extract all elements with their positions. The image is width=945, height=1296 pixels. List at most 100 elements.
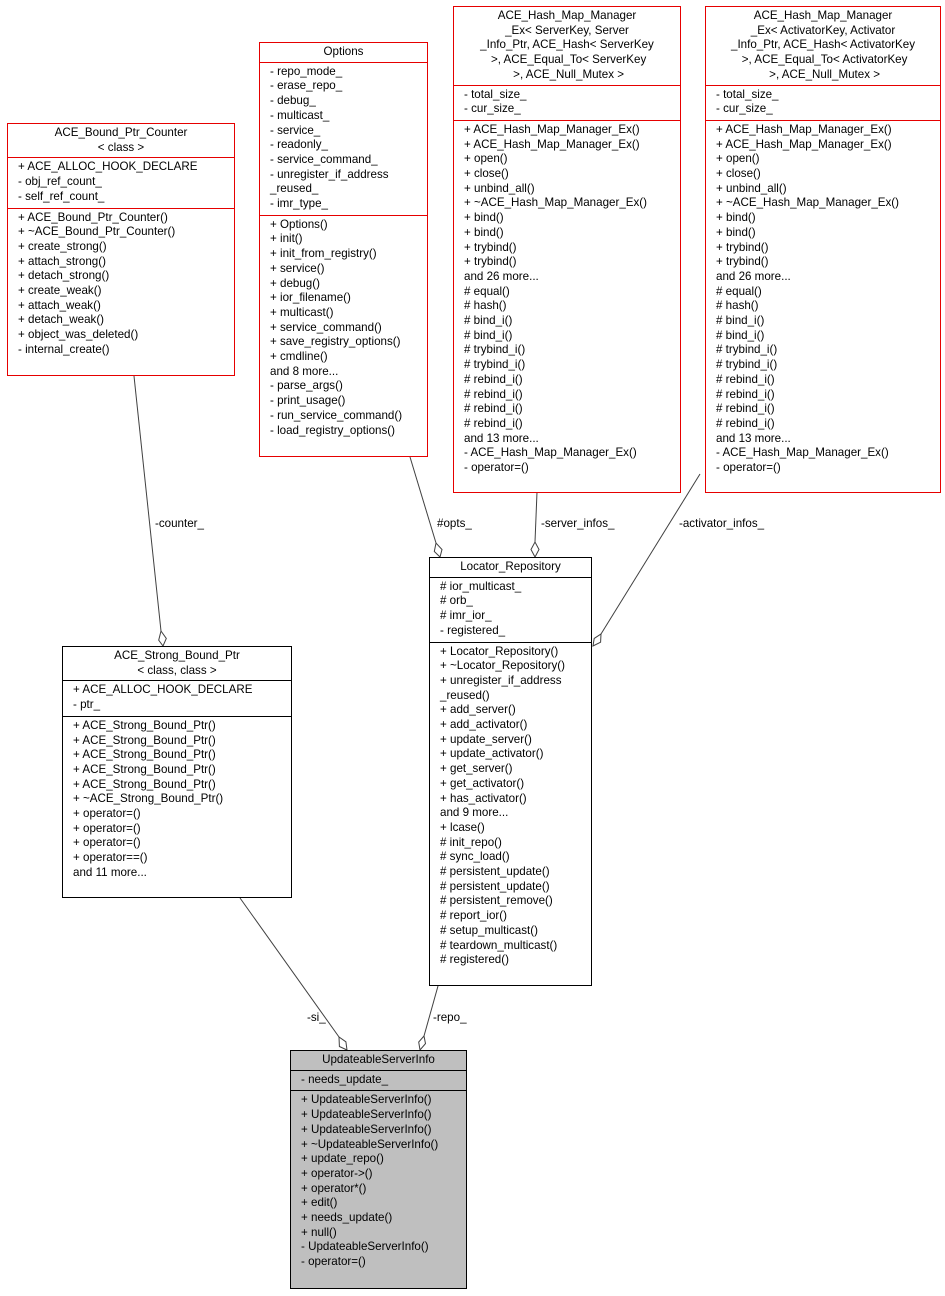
class-title-line: >, ACE_Equal_To< ActivatorKey	[738, 53, 908, 67]
method-row: + unbind_all()	[464, 181, 535, 195]
edge-counter-diamond	[158, 629, 167, 647]
edge-si	[239, 897, 340, 1038]
method-row: # init_repo()	[440, 835, 502, 849]
class-title-line: < class >	[97, 140, 145, 154]
method-row: + debug()	[270, 276, 320, 290]
method-row: + needs_update()	[301, 1211, 393, 1225]
method-row: + create_weak()	[18, 284, 102, 298]
method-row: # rebind_i()	[716, 387, 775, 401]
class-attributes: - needs_update_	[291, 1069, 466, 1091]
edge-server-infos-diamond	[530, 540, 540, 559]
edge-activator-infos	[600, 473, 701, 635]
edge-label-counter: -counter_	[155, 517, 204, 530]
method-row: # rebind_i()	[464, 402, 523, 416]
class-title-line: ACE_Bound_Ptr_Counter	[54, 126, 188, 139]
attribute-row: - total_size_	[716, 87, 779, 101]
method-row: + UpdateableServerInfo()	[301, 1093, 432, 1107]
method-row: # bind_i()	[716, 328, 765, 342]
method-row: + attach_weak()	[18, 298, 101, 312]
method-row: + has_activator()	[440, 791, 527, 805]
method-row: + trybind()	[716, 255, 769, 269]
edge-opts	[409, 456, 437, 544]
class-ace-hash-map-manager-ex-activator[interactable]: ACE_Hash_Map_Manager_Ex< ActivatorKey, A…	[705, 6, 941, 493]
method-row: - ACE_Hash_Map_Manager_Ex()	[716, 446, 889, 460]
edge-server-infos	[534, 491, 538, 543]
class-title-line: _Info_Ptr, ACE_Hash< ActivatorKey	[731, 38, 915, 52]
method-row: + update_activator()	[440, 747, 544, 761]
attribute-row: - ptr_	[73, 698, 101, 712]
method-row: # rebind_i()	[464, 416, 523, 430]
method-row: + unbind_all()	[716, 181, 787, 195]
method-row: + ~ACE_Hash_Map_Manager_Ex()	[716, 196, 900, 210]
attribute-row: - total_size_	[464, 87, 527, 101]
class-ace-bound-ptr-counter[interactable]: ACE_Bound_Ptr_Counter< class > + ACE_ALL…	[7, 123, 235, 376]
method-row: + ~ACE_Strong_Bound_Ptr()	[73, 792, 224, 806]
method-row: + update_repo()	[301, 1152, 384, 1166]
method-row: + ~ACE_Bound_Ptr_Counter()	[18, 225, 176, 239]
method-row: # bind_i()	[464, 314, 513, 328]
class-attributes: - repo_mode_- erase_repo_- debug_- multi…	[260, 61, 427, 215]
class-ace-hash-map-manager-ex-server[interactable]: ACE_Hash_Map_Manager_Ex< ServerKey, Serv…	[453, 6, 681, 493]
method-row: - internal_create()	[18, 342, 110, 356]
method-row: # teardown_multicast()	[440, 938, 558, 952]
method-row: # rebind_i()	[464, 387, 523, 401]
method-row: - parse_args()	[270, 379, 343, 393]
method-row: # trybind_i()	[716, 343, 778, 357]
attribute-row: # imr_ior_	[440, 609, 492, 623]
method-row: + cmdline()	[270, 350, 328, 364]
method-row: # setup_multicast()	[440, 923, 538, 937]
class-title: ACE_Hash_Map_Manager_Ex< ServerKey, Serv…	[454, 7, 680, 85]
method-row: + ACE_Hash_Map_Manager_Ex()	[716, 122, 892, 136]
method-row: # bind_i()	[716, 314, 765, 328]
method-row: - load_registry_options()	[270, 423, 396, 437]
method-row: + update_server()	[440, 732, 532, 746]
method-row: + UpdateableServerInfo()	[301, 1108, 432, 1122]
method-row: + unregister_if_address	[440, 673, 562, 687]
attribute-row: _reused_	[270, 182, 319, 196]
class-title: Options	[260, 43, 427, 62]
method-row: + null()	[301, 1225, 337, 1239]
class-options[interactable]: Options - repo_mode_- erase_repo_- debug…	[259, 42, 428, 457]
method-row: # rebind_i()	[716, 402, 775, 416]
method-row: and 13 more...	[716, 431, 791, 445]
method-row: _reused()	[440, 688, 490, 702]
method-row: # rebind_i()	[464, 372, 523, 386]
method-row: # hash()	[716, 299, 759, 313]
method-row: + ACE_Strong_Bound_Ptr()	[73, 718, 216, 732]
attribute-row: + ACE_ALLOC_HOOK_DECLARE	[73, 683, 253, 697]
class-attributes: # ior_multicast_# orb_# imr_ior_- regist…	[430, 576, 591, 642]
method-row: and 13 more...	[464, 431, 539, 445]
class-locator-repository[interactable]: Locator_Repository # ior_multicast_# orb…	[429, 557, 592, 986]
method-row: + ACE_Strong_Bound_Ptr()	[73, 733, 216, 747]
method-row: + add_server()	[440, 703, 516, 717]
method-row: - run_service_command()	[270, 408, 403, 422]
method-row: + ACE_Strong_Bound_Ptr()	[73, 762, 216, 776]
attribute-row: - self_ref_count_	[18, 189, 105, 203]
class-attributes: - total_size_- cur_size_	[706, 84, 940, 120]
class-methods: + UpdateableServerInfo()+ UpdateableServ…	[291, 1090, 466, 1272]
method-row: + Locator_Repository()	[440, 644, 559, 658]
class-attributes: + ACE_ALLOC_HOOK_DECLARE- ptr_	[63, 680, 291, 715]
method-row: # persistent_update()	[440, 879, 550, 893]
class-updateable-server-info[interactable]: UpdateableServerInfo - needs_update_ + U…	[290, 1050, 467, 1289]
edge-opts-diamond	[433, 541, 443, 558]
method-row: - print_usage()	[270, 394, 346, 408]
method-row: + service()	[270, 261, 325, 275]
method-row: # bind_i()	[464, 328, 513, 342]
attribute-row: - service_command_	[270, 152, 378, 166]
method-row: + ACE_Hash_Map_Manager_Ex()	[716, 137, 892, 151]
method-row: + ior_filename()	[270, 291, 351, 305]
edge-si-diamond	[338, 1036, 348, 1051]
class-attributes: + ACE_ALLOC_HOOK_DECLARE- obj_ref_count_…	[8, 157, 234, 207]
method-row: + Options()	[270, 217, 328, 231]
method-row: # persistent_update()	[440, 865, 550, 879]
attribute-row: # ior_multicast_	[440, 579, 522, 593]
edge-label-si: -si_	[307, 1011, 326, 1024]
edge-label-server-infos: -server_infos_	[541, 517, 615, 530]
class-ace-strong-bound-ptr[interactable]: ACE_Strong_Bound_Ptr< class, class > + A…	[62, 646, 292, 898]
attribute-row: - service_	[270, 123, 321, 137]
method-row: + ~UpdateableServerInfo()	[301, 1137, 439, 1151]
class-methods: + Options()+ init()+ init_from_registry(…	[260, 214, 427, 442]
class-title-line: >, ACE_Null_Mutex >	[765, 67, 881, 81]
